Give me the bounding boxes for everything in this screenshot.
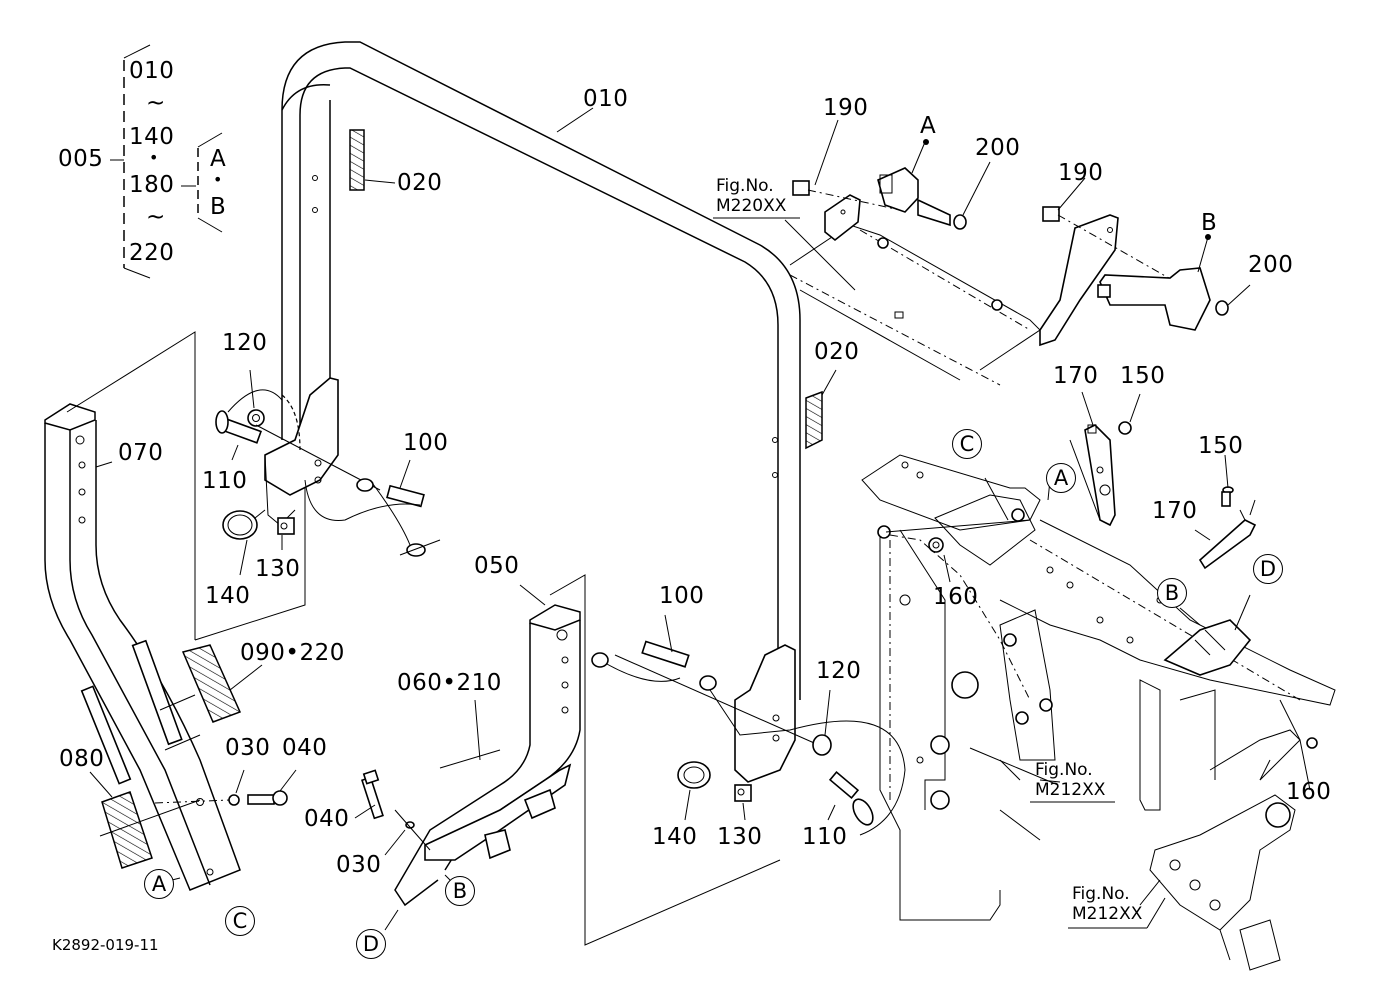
label-part-130[interactable]: 130 (717, 824, 763, 850)
label-part-150[interactable]: 150 (1198, 433, 1244, 459)
label-part-190[interactable]: 190 (1058, 160, 1104, 186)
label-belt-A[interactable]: A (920, 113, 937, 139)
legend-range-sep: ~ (146, 90, 166, 116)
legend-sub-dot: • (213, 170, 223, 189)
ref-marker-D[interactable]: D (1253, 554, 1283, 584)
ref-marker-B[interactable]: B (1157, 578, 1187, 608)
ref-marker-C[interactable]: C (225, 906, 255, 936)
legend-item-010: 010 (129, 58, 175, 84)
label-part-170[interactable]: 170 (1152, 498, 1198, 524)
label-part-070[interactable]: 070 (118, 440, 164, 466)
legend-item-180: 180 (129, 172, 175, 198)
group-legend-bracket (110, 44, 223, 279)
figure-ref-caption: Fig.No. (716, 176, 774, 196)
label-part-120[interactable]: 120 (222, 330, 268, 356)
chassis-frame (861, 391, 1336, 971)
decal-090-220 (181, 644, 263, 723)
ref-marker-D[interactable]: D (356, 929, 386, 959)
label-part-160[interactable]: 160 (933, 584, 979, 610)
label-part-110[interactable]: 110 (802, 824, 848, 850)
ref-marker-B[interactable]: B (445, 876, 475, 906)
label-part-200[interactable]: 200 (975, 135, 1021, 161)
figure-ref-number: M212XX (1035, 780, 1106, 800)
label-part-030[interactable]: 030 (336, 852, 382, 878)
label-part-060-210[interactable]: 060•210 (397, 670, 502, 696)
label-part-130[interactable]: 130 (255, 556, 301, 582)
figure-ref-number: M220XX (716, 196, 787, 216)
figure-ref-number: M212XX (1072, 904, 1143, 924)
label-part-150[interactable]: 150 (1120, 363, 1166, 389)
label-part-140[interactable]: 140 (652, 824, 698, 850)
label-part-010[interactable]: 010 (583, 86, 629, 112)
figure-ref-m212xx[interactable]: Fig.No. M212XX (1035, 760, 1105, 800)
legend-range-sep: ~ (146, 204, 166, 230)
right-pin-assembly (591, 614, 906, 836)
figure-ref-m212xx[interactable]: Fig.No. M212XX (1072, 884, 1142, 924)
left-pin-assembly (194, 369, 441, 641)
right-leg-050 (394, 574, 781, 946)
legend-item-220: 220 (129, 240, 175, 266)
label-part-080[interactable]: 080 (59, 746, 105, 772)
label-belt-B[interactable]: B (1201, 210, 1218, 236)
label-part-090-220[interactable]: 090•220 (240, 640, 345, 666)
legend-assembly-005: 005 (58, 146, 104, 172)
ref-marker-C[interactable]: C (952, 429, 982, 459)
decal-080 (89, 771, 201, 869)
label-part-200[interactable]: 200 (1248, 252, 1294, 278)
legend-item-140: 140 (129, 124, 175, 150)
label-part-030[interactable]: 030 (225, 735, 271, 761)
figure-ref-m220xx[interactable]: Fig.No. M220XX (716, 176, 786, 216)
decal-020-right (805, 369, 837, 450)
left-leg-070 (44, 331, 241, 891)
label-part-020[interactable]: 020 (397, 170, 443, 196)
label-part-040[interactable]: 040 (282, 735, 328, 761)
ref-marker-A[interactable]: A (1046, 463, 1076, 493)
legend-sub-B: B (210, 194, 227, 220)
label-part-040[interactable]: 040 (304, 806, 350, 832)
label-part-100[interactable]: 100 (403, 430, 449, 456)
decal-020-upper (349, 129, 396, 191)
label-part-140[interactable]: 140 (205, 583, 251, 609)
label-part-050[interactable]: 050 (474, 553, 520, 579)
figure-ref-caption: Fig.No. (1072, 884, 1130, 904)
label-part-120[interactable]: 120 (816, 658, 862, 684)
label-part-190[interactable]: 190 (823, 95, 869, 121)
label-part-110[interactable]: 110 (202, 468, 248, 494)
legend-sub-A: A (210, 146, 227, 172)
bolt-030-040-mid (354, 769, 456, 931)
figure-ref-caption: Fig.No. (1035, 760, 1093, 780)
bolt-030-040-left (154, 769, 297, 881)
drawing-code: K2892-019-11 (52, 936, 159, 954)
label-part-170[interactable]: 170 (1053, 363, 1099, 389)
ref-marker-A[interactable]: A (144, 869, 174, 899)
legend-dot: • (149, 148, 159, 167)
seat-belt-assembly (713, 119, 1251, 386)
label-part-160[interactable]: 160 (1286, 779, 1332, 805)
label-part-100[interactable]: 100 (659, 583, 705, 609)
rops-frame-010 (281, 41, 801, 700)
label-part-020[interactable]: 020 (814, 339, 860, 365)
